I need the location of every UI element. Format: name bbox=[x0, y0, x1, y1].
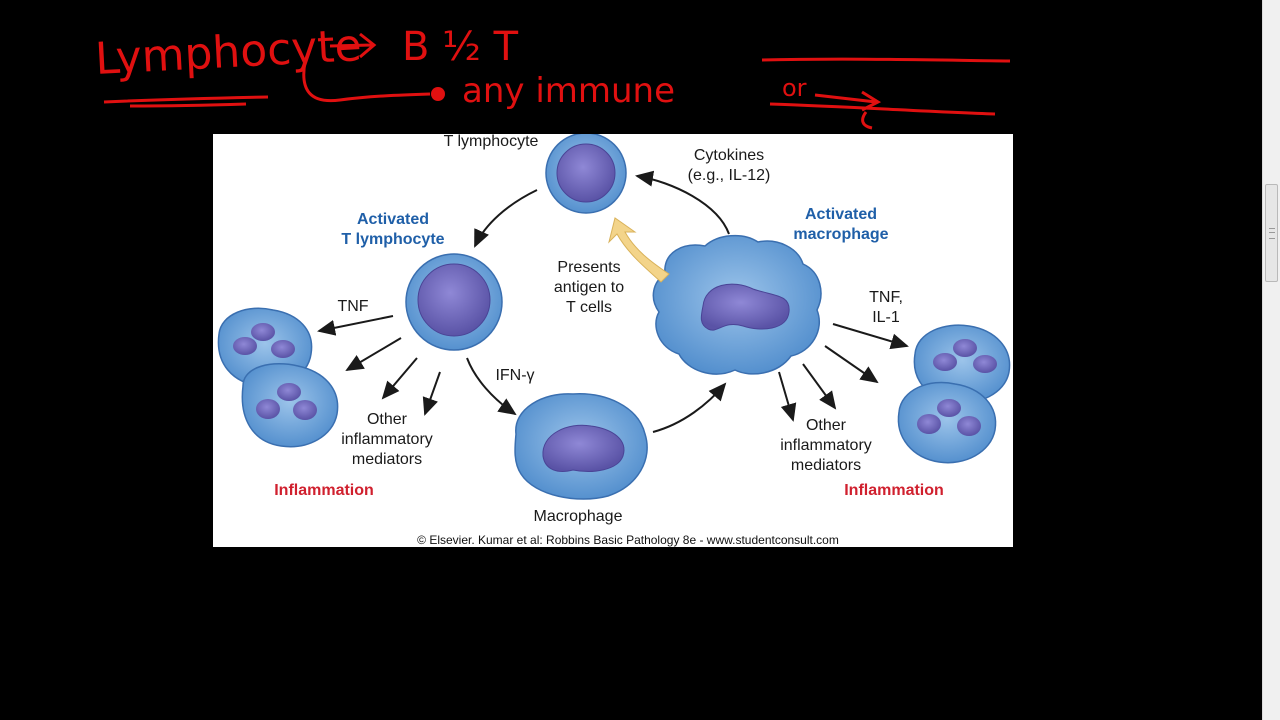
underline-1 bbox=[103, 95, 269, 104]
activated-macrophage-cell bbox=[652, 234, 822, 375]
handwriting-any-immune: any immune bbox=[462, 71, 675, 111]
label-cytokines: Cytokines (e.g., IL-12) bbox=[687, 147, 771, 184]
handwriting-lymphocyte: Lymphocyte bbox=[94, 20, 363, 85]
neutrophil-cells-left bbox=[217, 307, 339, 448]
macrophage-cell bbox=[514, 393, 648, 500]
vertical-scrollbar[interactable] bbox=[1262, 0, 1280, 720]
activated-t-lymphocyte-cell bbox=[405, 253, 503, 351]
label-tnf-il1-right: TNF, IL-1 bbox=[869, 289, 903, 326]
handwriting-layer: Lymphocyte B ½ T any immune or bbox=[94, 20, 1011, 130]
arrow-head-dot bbox=[431, 87, 445, 101]
label-inflammation-left: Inflammation bbox=[274, 482, 374, 499]
figure-drawing bbox=[217, 134, 1011, 500]
label-activated-macrophage: Activated macrophage bbox=[793, 206, 889, 243]
label-presents-antigen: Presents antigen to T cells bbox=[553, 259, 625, 316]
t-lymphocyte-cell bbox=[545, 134, 627, 214]
label-ifn-gamma: IFN-γ bbox=[495, 367, 535, 384]
arrow-to-b-t bbox=[329, 32, 377, 59]
blank-line-1 bbox=[761, 57, 1011, 63]
label-other-mediators-left: Other inflammatory mediators bbox=[341, 411, 433, 468]
label-t-lymphocyte: T lymphocyte bbox=[443, 134, 539, 150]
pathology-figure: T lymphocyte Cytokines (e.g., IL-12) Act… bbox=[213, 134, 1013, 547]
arrow-to-any-immune bbox=[302, 61, 431, 103]
handwriting-b-and-t: B ½ T bbox=[402, 24, 519, 70]
blank-line-2 bbox=[769, 102, 996, 116]
pathway-arrows bbox=[317, 170, 909, 433]
scrollbar-thumb[interactable] bbox=[1265, 184, 1278, 282]
label-macrophage: Macrophage bbox=[533, 508, 623, 525]
label-inflammation-right: Inflammation bbox=[844, 482, 944, 499]
neutrophil-cells-right bbox=[897, 324, 1011, 464]
grip-icon bbox=[1269, 228, 1275, 239]
label-activated-t-lymphocyte: Activated T lymphocyte bbox=[341, 211, 445, 248]
present-antigen-arrow bbox=[608, 217, 670, 283]
label-tnf-left: TNF bbox=[337, 298, 369, 315]
figure-credit: © Elsevier. Kumar et al: Robbins Basic P… bbox=[417, 533, 839, 547]
arrow-mark bbox=[814, 90, 882, 130]
underline-2 bbox=[129, 102, 247, 108]
handwriting-or: or bbox=[782, 74, 807, 102]
label-other-mediators-right: Other inflammatory mediators bbox=[780, 417, 872, 474]
